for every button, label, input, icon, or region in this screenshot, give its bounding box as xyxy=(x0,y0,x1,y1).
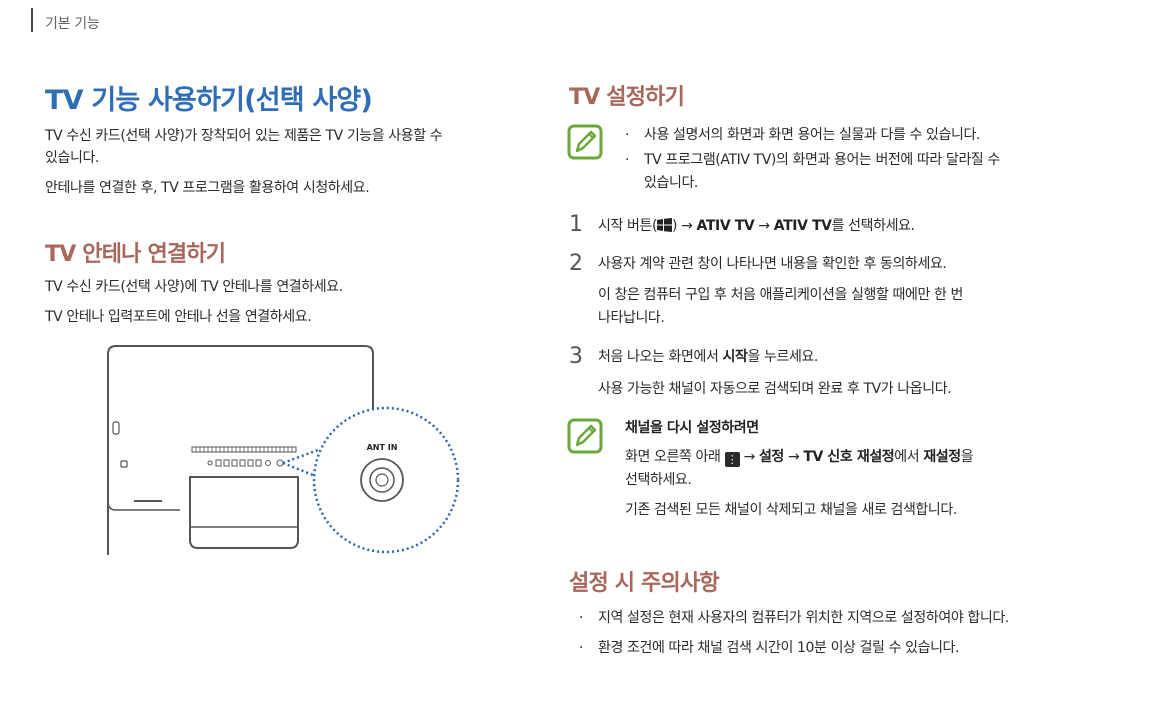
step-3-b: 시작 xyxy=(722,349,748,365)
reset-g: 재설정 xyxy=(923,449,961,465)
step-1-f: 를 선택하세요. xyxy=(831,218,915,234)
step-1-b: ) → xyxy=(672,218,697,234)
step-number-1: 1 xyxy=(569,212,583,237)
step-2-sub-2: 나타납니다. xyxy=(598,310,665,326)
reset-f: 에서 xyxy=(894,449,924,465)
note-item-2: · TV 프로그램(ATIV TV)의 화면과 용어는 버전에 따라 달라질 수 xyxy=(625,148,1000,172)
step-number-2: 2 xyxy=(569,251,583,276)
step-3-c: 을 누르세요. xyxy=(747,349,818,365)
note-text-1: 사용 설명서의 화면과 화면 용어는 실물과 다를 수 있습니다. xyxy=(644,127,980,143)
pencil-note-icon xyxy=(567,418,603,454)
step-2-sub-1: 이 창은 컴퓨터 구입 후 처음 애플리케이션을 실행할 때에만 한 번 xyxy=(598,287,963,303)
section-label: 기본 기능 xyxy=(45,16,100,32)
reset-title: 채널을 다시 설정하려면 xyxy=(625,417,759,439)
reset-c: 설정 xyxy=(758,449,784,465)
reset-body: 화면 오른쪽 아래 ⋮ → 설정 → TV 신호 재설정에서 재설정을 선택하세… xyxy=(625,446,974,522)
antenna-line-2: TV 안테나 입력포트에 안테나 선을 연결하세요. xyxy=(45,309,312,325)
note-text-2: TV 프로그램(ATIV TV)의 화면과 용어는 버전에 따라 달라질 수 xyxy=(644,152,1000,168)
antenna-port-illustration: ANT IN xyxy=(107,345,460,555)
caution-text-2: 환경 조건에 따라 채널 검색 시간이 10분 이상 걸릴 수 있습니다. xyxy=(598,640,960,656)
caution-item-2: · 환경 조건에 따라 채널 검색 시간이 10분 이상 걸릴 수 있습니다. xyxy=(579,636,960,660)
caution-heading: 설정 시 주의사항 xyxy=(569,571,720,596)
section-divider xyxy=(31,8,33,32)
step-1-c: ATIV TV xyxy=(696,218,755,234)
reset-b: → xyxy=(739,449,759,465)
antenna-heading: TV 안테나 연결하기 xyxy=(45,242,226,267)
intro-line-1: TV 수신 카드(선택 사양)가 장착되어 있는 제품은 TV 기능을 사용할 … xyxy=(45,128,443,144)
step-3-text: 처음 나오는 화면에서 시작을 누르세요. xyxy=(598,346,818,368)
caution-text-1: 지역 설정은 현재 사용자의 컴퓨터가 위치한 지역으로 설정하여야 합니다. xyxy=(598,610,1009,626)
reset-d: → xyxy=(783,449,804,465)
intro-line-1b: 있습니다. xyxy=(45,150,99,166)
step-2-sub: 이 창은 컴퓨터 구입 후 처음 애플리케이션을 실행할 때에만 한 번 나타납… xyxy=(598,284,963,330)
reset-e: TV 신호 재설정 xyxy=(803,449,895,465)
note-item-2-cont: 있습니다. xyxy=(644,175,698,191)
note-item-1: · 사용 설명서의 화면과 화면 용어는 실물과 다를 수 있습니다. xyxy=(625,123,980,147)
page-title: TV 기능 사용하기(선택 사양) xyxy=(45,85,373,116)
intro-paragraph: TV 수신 카드(선택 사양)가 장착되어 있는 제품은 TV 기능을 사용할 … xyxy=(45,125,443,199)
setup-heading: TV 설정하기 xyxy=(569,85,685,110)
ant-in-label: ANT IN xyxy=(367,443,398,452)
step-1-e: ATIV TV xyxy=(773,218,832,234)
reset-title-text: 채널을 다시 설정하려면 xyxy=(625,420,759,436)
reset-line-3: 기존 검색된 모든 채널이 삭제되고 채널을 새로 검색합니다. xyxy=(625,502,957,518)
pencil-note-icon xyxy=(567,124,603,160)
bullet: · xyxy=(579,610,584,626)
antenna-paragraph: TV 수신 카드(선택 사양)에 TV 안테나를 연결하세요. TV 안테나 입… xyxy=(45,276,343,328)
step-1-d: → xyxy=(754,218,774,234)
step-1-a: 시작 버튼( xyxy=(598,218,658,234)
reset-a: 화면 오른쪽 아래 xyxy=(625,449,725,465)
bullet: · xyxy=(625,127,630,143)
step-3-sub: 사용 가능한 채널이 자동으로 검색되며 완료 후 TV가 나옵니다. xyxy=(598,381,952,397)
bullet: · xyxy=(625,152,630,168)
bullet: · xyxy=(579,640,584,656)
windows-logo-icon xyxy=(657,218,673,232)
menu-dots-icon: ⋮ xyxy=(724,452,740,467)
step-2-text: 사용자 계약 관련 창이 나타나면 내용을 확인한 후 동의하세요. xyxy=(598,256,947,272)
step-number-3: 3 xyxy=(569,344,583,369)
reset-line-2: 선택하세요. xyxy=(625,472,692,488)
intro-line-2: 안테나를 연결한 후, TV 프로그램을 활용하여 시청하세요. xyxy=(45,180,370,196)
step-3-a: 처음 나오는 화면에서 xyxy=(598,349,723,365)
caution-item-1: · 지역 설정은 현재 사용자의 컴퓨터가 위치한 지역으로 설정하여야 합니다… xyxy=(579,606,1009,630)
reset-h: 을 xyxy=(960,449,974,465)
step-1-text: 시작 버튼() → ATIV TV → ATIV TV를 선택하세요. xyxy=(598,215,915,237)
antenna-line-1: TV 수신 카드(선택 사양)에 TV 안테나를 연결하세요. xyxy=(45,279,343,295)
reset-line-1: 화면 오른쪽 아래 ⋮ → 설정 → TV 신호 재설정에서 재설정을 xyxy=(625,446,974,469)
